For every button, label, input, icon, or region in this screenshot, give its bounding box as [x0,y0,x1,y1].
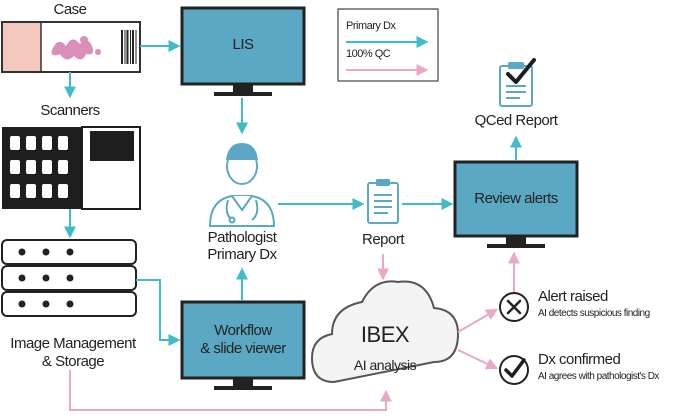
dx-check-icon [499,355,529,385]
image-management-label-line2: & Storage [41,353,105,370]
qced-report-label: QCed Report [474,112,558,129]
ibex-cloud-icon [310,280,460,384]
primary-dx-arrows [64,40,522,346]
legend [337,8,439,82]
scanners-label: Scanners [40,102,100,119]
ibex-label: IBEX [360,322,410,347]
alert-x-icon [499,292,529,322]
workflow-label-line1: Workflow [214,322,272,339]
pathologist-label-line1: Pathologist [207,229,277,246]
legend-qc-label: 100% QC [346,48,391,60]
dx-confirmed-title: Dx confirmed [538,351,621,368]
slide-icon [1,21,141,73]
ai-analysis-label: AI analysis [353,357,417,373]
workflow-label-line2: & slide viewer [200,340,286,357]
qc-arrows [69,251,520,411]
lis-monitor-icon [180,6,306,96]
scanner-icon [2,126,141,210]
pathologist-label-line2: Primary Dx [207,246,277,263]
report-clipboard-icon [367,179,399,224]
workflow-monitor-icon [180,300,306,390]
image-management-label-line1: Image Management [10,335,136,352]
legend-primary-label: Primary Dx [346,20,396,32]
alert-raised-desc: AI detects suspicious finding [538,308,650,319]
alert-raised-title: Alert raised [538,288,608,305]
review-monitor-icon [453,160,579,248]
image-management-label: Image Management & Storage [0,335,146,371]
case-label: Case [53,1,87,18]
qced-clipboard-icon [499,58,536,107]
report-label: Report [361,231,405,248]
review-alerts-label: Review alerts [474,190,558,207]
dx-confirmed-desc: AI agrees with pathologist's Dx [538,371,659,382]
workflow-label: Workflow & slide viewer [182,322,304,358]
pathologist-icon [208,142,276,227]
lis-label: LIS [232,36,254,53]
pathologist-label: Pathologist Primary Dx [186,229,298,263]
storage-server-icon [1,239,137,317]
